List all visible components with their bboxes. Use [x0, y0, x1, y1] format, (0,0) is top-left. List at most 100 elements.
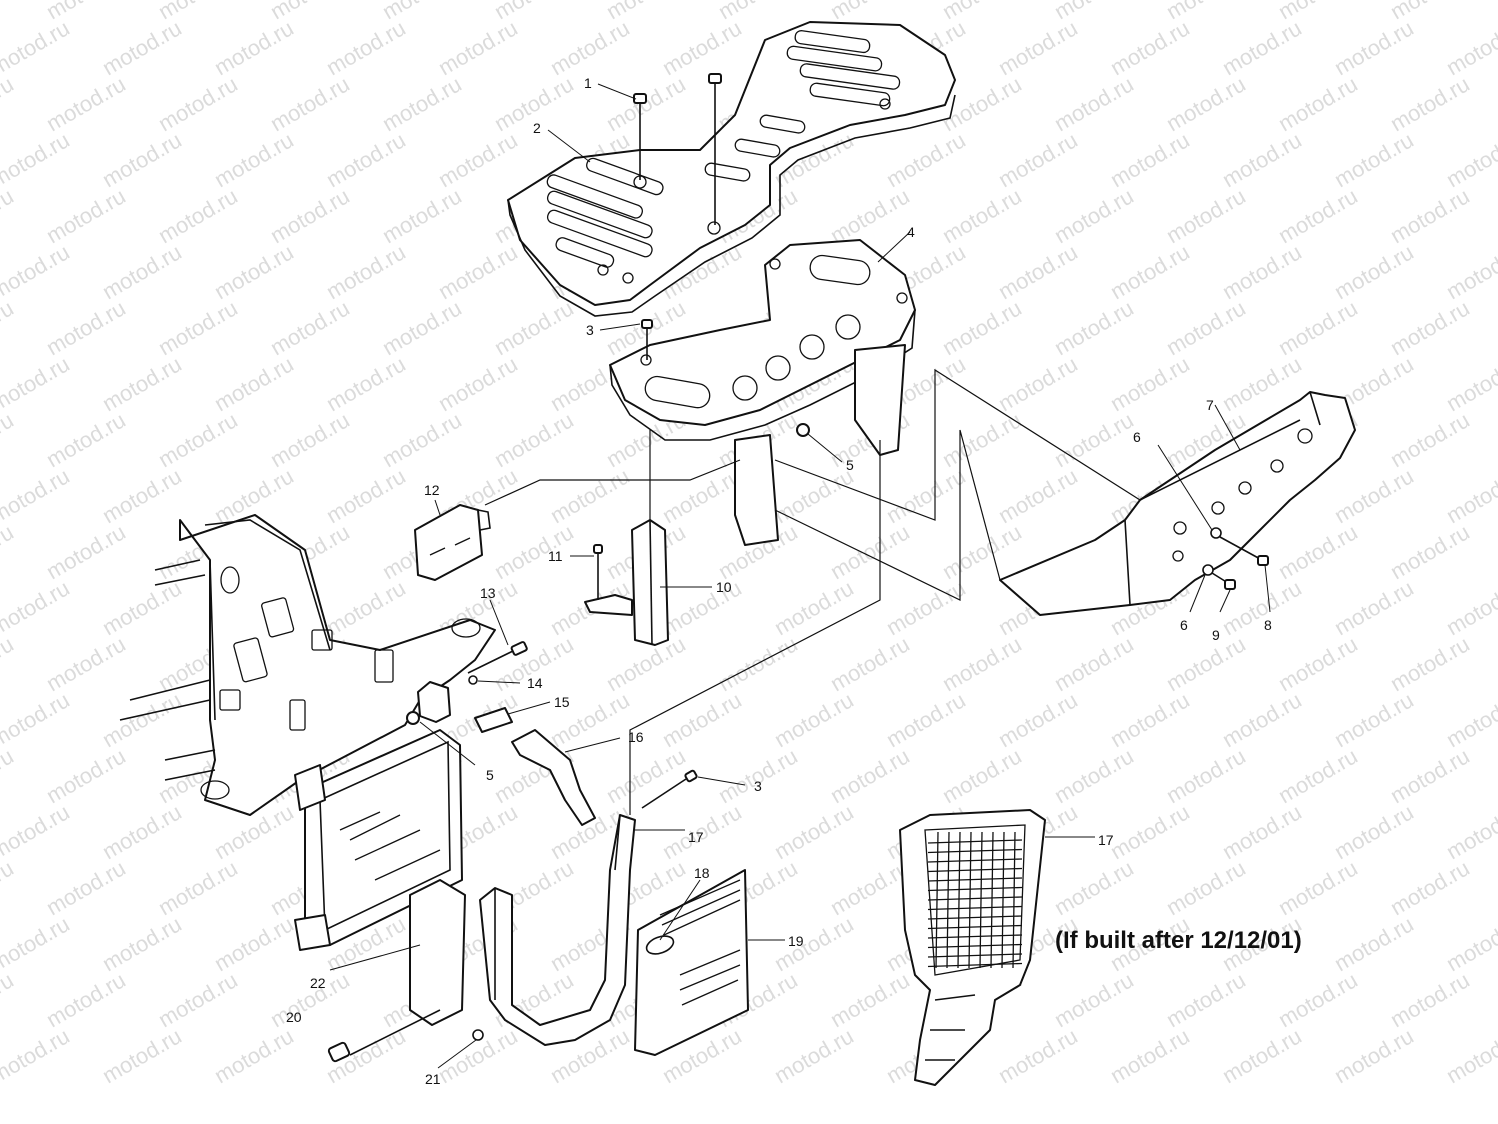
watermark-text: motod.ru: [266, 183, 354, 248]
watermark-text: motod.ru: [42, 71, 130, 136]
watermark-text: motod.ru: [98, 575, 186, 640]
watermark-text: motod.ru: [322, 463, 410, 528]
watermark-text: motod.ru: [42, 295, 130, 360]
watermark-text: motod.ru: [994, 15, 1082, 80]
watermark-text: motod.ru: [434, 351, 522, 416]
watermark-text: motod.ru: [1274, 631, 1362, 696]
watermark-text: motod.ru: [1442, 127, 1498, 192]
watermark-text: motod.ru: [322, 575, 410, 640]
watermark-text: motod.ru: [1386, 71, 1474, 136]
part-bracket-16: [511, 729, 596, 826]
watermark-text: motod.ru: [938, 407, 1026, 472]
watermark-text: motod.ru: [826, 631, 914, 696]
watermark-text: motod.ru: [1386, 631, 1474, 696]
watermark-text: motod.ru: [770, 911, 858, 976]
part-long-bolt-20: [327, 1009, 441, 1063]
watermark-text: motod.ru: [1442, 463, 1498, 528]
watermark-text: motod.ru: [658, 687, 746, 752]
watermark-text: motod.ru: [994, 239, 1082, 304]
grille-line: [927, 877, 1023, 882]
watermark-text: motod.ru: [322, 127, 410, 192]
guide-lines: [484, 368, 1141, 815]
watermark-text: motod.ru: [1106, 799, 1194, 864]
callout-3: 3: [586, 322, 594, 338]
watermark-text: motod.ru: [1218, 127, 1306, 192]
callout-17-alt: 17: [1098, 832, 1114, 848]
watermark-text: motod.ru: [546, 15, 634, 80]
watermark-text: motod.ru: [1386, 967, 1474, 1032]
grille-line: [927, 943, 1023, 949]
watermark-text: motod.ru: [826, 743, 914, 808]
watermark-text: motod.ru: [1050, 183, 1138, 248]
callout-6: 6: [1133, 429, 1141, 445]
watermark-text: motod.ru: [1218, 15, 1306, 80]
watermark-text: motod.ru: [1442, 239, 1498, 304]
part-screw-lower: [641, 769, 698, 809]
watermark-text: motod.ru: [0, 519, 18, 584]
watermark-text: motod.ru: [994, 463, 1082, 528]
watermark-text: motod.ru: [770, 463, 858, 528]
watermark-text: motod.ru: [1442, 1023, 1498, 1088]
watermark-text: motod.ru: [0, 295, 18, 360]
callout-22: 22: [310, 975, 326, 991]
part-block-14: [417, 675, 478, 723]
grille-line: [927, 848, 1023, 854]
watermark-text: motod.ru: [210, 351, 298, 416]
watermark-text: motod.ru: [1274, 967, 1362, 1032]
watermark-text: motod.ru: [1274, 743, 1362, 808]
watermark-text: motod.ru: [1050, 967, 1138, 1032]
watermark-text: motod.ru: [1162, 855, 1250, 920]
watermark-text: motod.ru: [42, 743, 130, 808]
grille-line: [927, 915, 1023, 920]
part-screw-top: [641, 319, 653, 360]
part-hanger-17: [479, 814, 636, 1046]
watermark-text: motod.ru: [0, 855, 18, 920]
watermark-text: motod.ru: [1330, 15, 1418, 80]
grille-line: [957, 831, 961, 969]
watermark-text: motod.ru: [1106, 687, 1194, 752]
grille-line: [927, 905, 1023, 911]
watermark-text: motod.ru: [0, 743, 18, 808]
watermark-text: motod.ru: [770, 575, 858, 640]
watermark-text: motod.ru: [1162, 71, 1250, 136]
part-tail-light: [414, 504, 491, 581]
watermark-text: motod.ru: [42, 407, 130, 472]
watermark-text: motod.ru: [1162, 183, 1250, 248]
callout-labels: 1 2 3 4 5 6 7 6 8 9 10 11 12 13 14 15 5 …: [286, 75, 1272, 1087]
watermark-text: motod.ru: [0, 407, 18, 472]
callout-5: 5: [846, 457, 854, 473]
watermark-text: motod.ru: [210, 1023, 298, 1088]
grille-line: [927, 886, 1023, 892]
watermark-text: motod.ru: [994, 1023, 1082, 1088]
part-bolt-13: [467, 641, 528, 674]
leader-lines: [329, 83, 1271, 1069]
watermark-text: motod.ru: [490, 295, 578, 360]
watermark-text: motod.ru: [266, 71, 354, 136]
watermark-text: motod.ru: [714, 743, 802, 808]
watermark-text: motod.ru: [882, 687, 970, 752]
watermark-text: motod.ru: [1106, 127, 1194, 192]
watermark-text: motod.ru: [1386, 855, 1474, 920]
part-hanger-alt-17: [899, 809, 1046, 1086]
watermark-text: motod.ru: [154, 855, 242, 920]
watermark-text: motod.ru: [1106, 15, 1194, 80]
callout-21: 21: [425, 1071, 441, 1087]
watermark-text: motod.ru: [322, 239, 410, 304]
watermark-text: motod.ru: [1274, 855, 1362, 920]
watermark-text: motod.ru: [602, 743, 690, 808]
watermark-text: motod.ru: [882, 575, 970, 640]
watermark-text: motod.ru: [1274, 183, 1362, 248]
watermark-text: motod.ru: [1442, 351, 1498, 416]
watermark-text: motod.ru: [1330, 127, 1418, 192]
watermark-text: motod.ru: [826, 519, 914, 584]
part-frame: [119, 514, 496, 816]
watermark-text: motod.ru: [1330, 687, 1418, 752]
part-mud-flap-19: [634, 869, 749, 1056]
watermark-text: motod.ru: [882, 127, 970, 192]
watermark-text: motod.ru: [1050, 855, 1138, 920]
watermark-text: motod.ru: [938, 743, 1026, 808]
watermark-text: motod.ru: [98, 351, 186, 416]
watermark-text: motod.ru: [1218, 687, 1306, 752]
watermark-text: motod.ru: [1218, 799, 1306, 864]
